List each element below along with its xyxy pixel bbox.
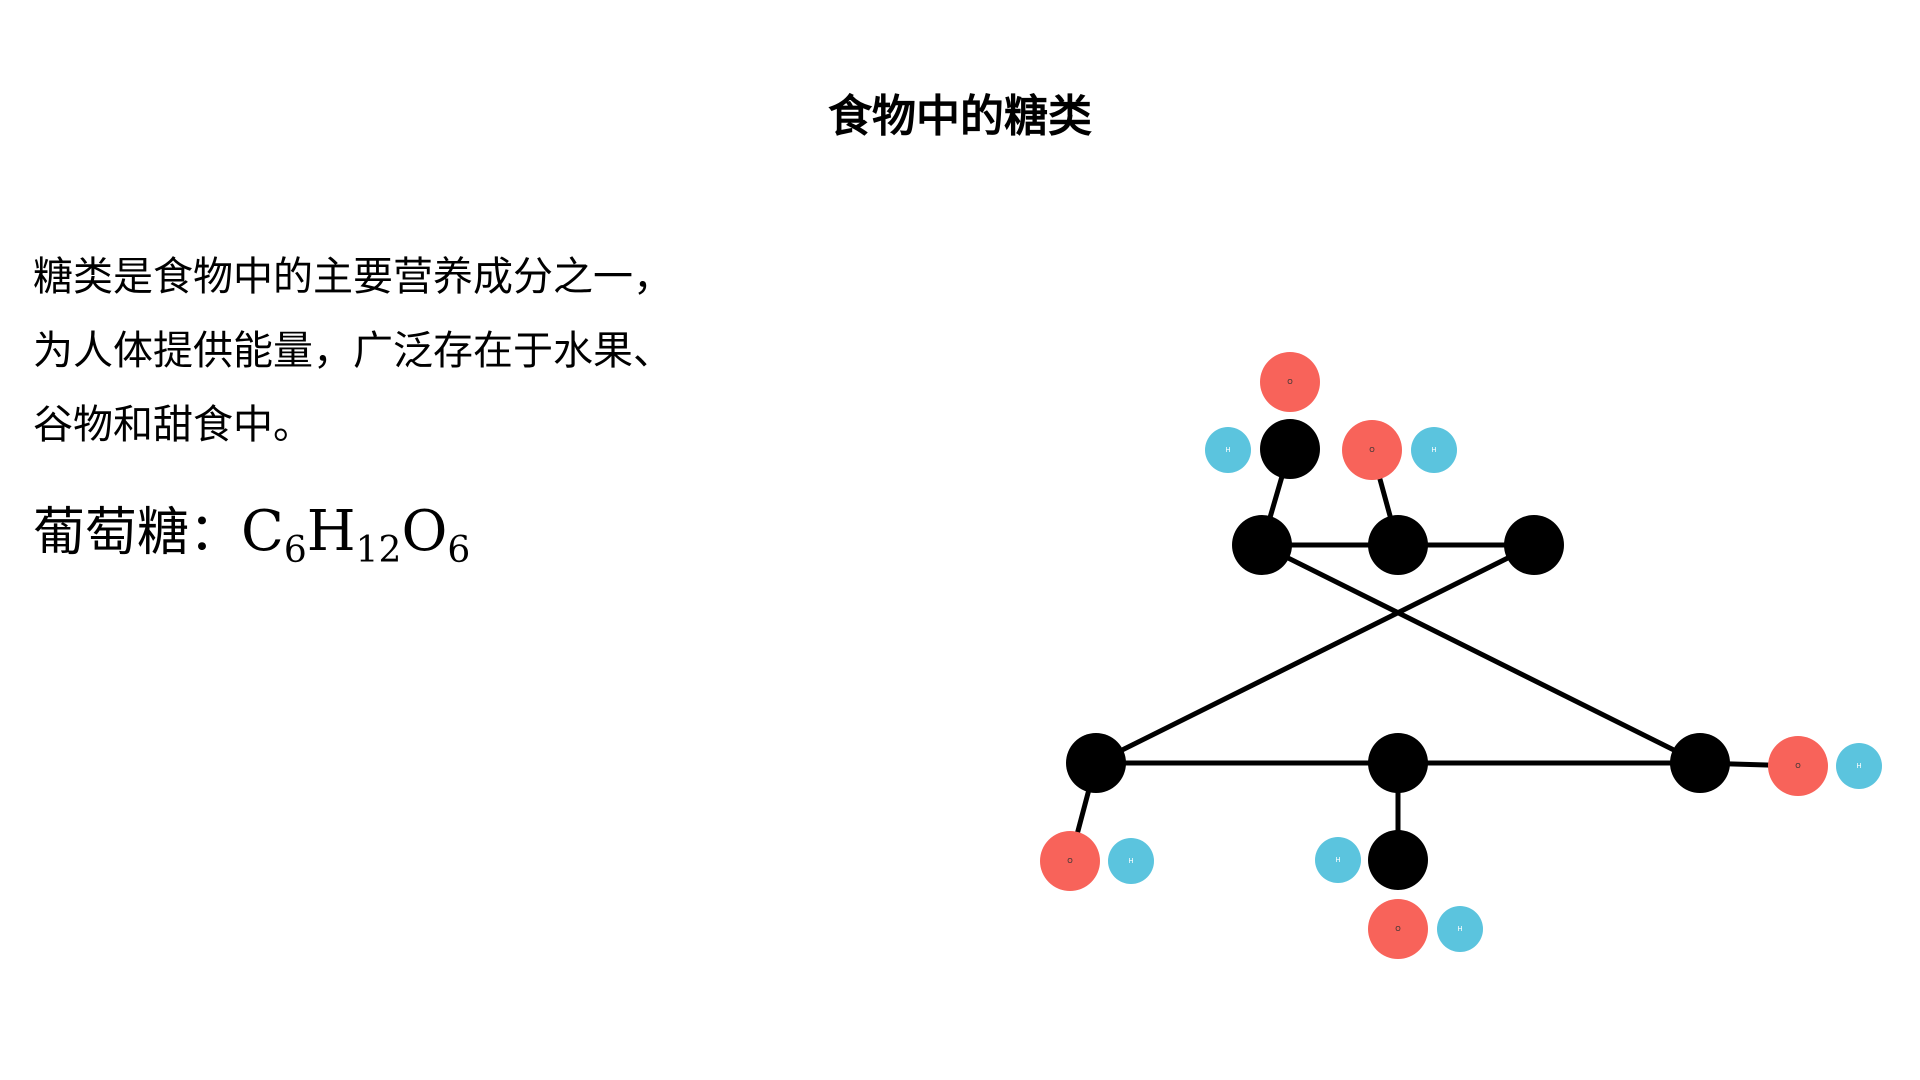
- oxygen-atom-label: O: [1369, 446, 1375, 454]
- formula-count-c: 6: [283, 530, 307, 571]
- carbon-atom: [1504, 515, 1564, 575]
- description-line: 糖类是食物中的主要营养成分之一，: [33, 254, 673, 300]
- atoms: O O O O O H H H H H H: [1040, 352, 1882, 959]
- glucose-formula: 葡萄糖：C6H12O6: [33, 490, 470, 569]
- hydrogen-atom-label: H: [1225, 446, 1230, 454]
- formula-element-c: C: [241, 499, 284, 564]
- hydrogen-atom: [1437, 906, 1483, 952]
- description-line: 谷物和甜食中。: [33, 402, 313, 448]
- carbon-atom: [1232, 515, 1292, 575]
- page-title: 食物中的糖类: [828, 91, 1092, 142]
- oxygen-atom-label: O: [1395, 925, 1401, 933]
- hydrogen-atom-label: H: [1128, 857, 1133, 865]
- hydrogen-atom: [1411, 427, 1457, 473]
- oxygen-atom: [1040, 831, 1100, 891]
- formula-element-h: H: [306, 499, 356, 564]
- carbon-atom: [1066, 733, 1126, 793]
- formula-element-o: O: [401, 499, 448, 564]
- carbon-atom: [1670, 733, 1730, 793]
- carbon-atom: [1260, 419, 1320, 479]
- oxygen-atom-label: O: [1067, 857, 1073, 865]
- hydrogen-atom: [1315, 837, 1361, 883]
- carbon-atom: [1368, 733, 1428, 793]
- bond-c3-c5: [1094, 542, 1536, 766]
- carbon-atom: [1368, 515, 1428, 575]
- hydrogen-atom-label: H: [1856, 762, 1861, 770]
- hydrogen-atom-label: H: [1457, 925, 1462, 933]
- oxygen-atom-label: O: [1795, 762, 1801, 770]
- oxygen-atom: [1368, 899, 1428, 959]
- oxygen-atom: [1260, 352, 1320, 412]
- formula-label: 葡萄糖：: [33, 503, 242, 563]
- hydrogen-atom: [1108, 838, 1154, 884]
- description: 糖类是食物中的主要营养成分之一， 为人体提供能量，广泛存在于水果、 谷物和甜食中…: [33, 240, 793, 462]
- oxygen-atom: [1342, 420, 1402, 480]
- hydrogen-atom: [1836, 743, 1882, 789]
- hydrogen-atom: [1205, 427, 1251, 473]
- bond-c1-c7: [1260, 542, 1702, 766]
- description-line: 为人体提供能量，广泛存在于水果、: [33, 328, 673, 374]
- formula-count-o: 6: [447, 530, 471, 571]
- oxygen-atom-label: O: [1287, 378, 1293, 386]
- hydrogen-atom-label: H: [1431, 446, 1436, 454]
- formula-count-h: 12: [355, 530, 402, 571]
- carbon-atom: [1368, 830, 1428, 890]
- hydrogen-atom-label: H: [1335, 856, 1340, 864]
- bonds: [1067, 448, 1799, 862]
- oxygen-atom: [1768, 736, 1828, 796]
